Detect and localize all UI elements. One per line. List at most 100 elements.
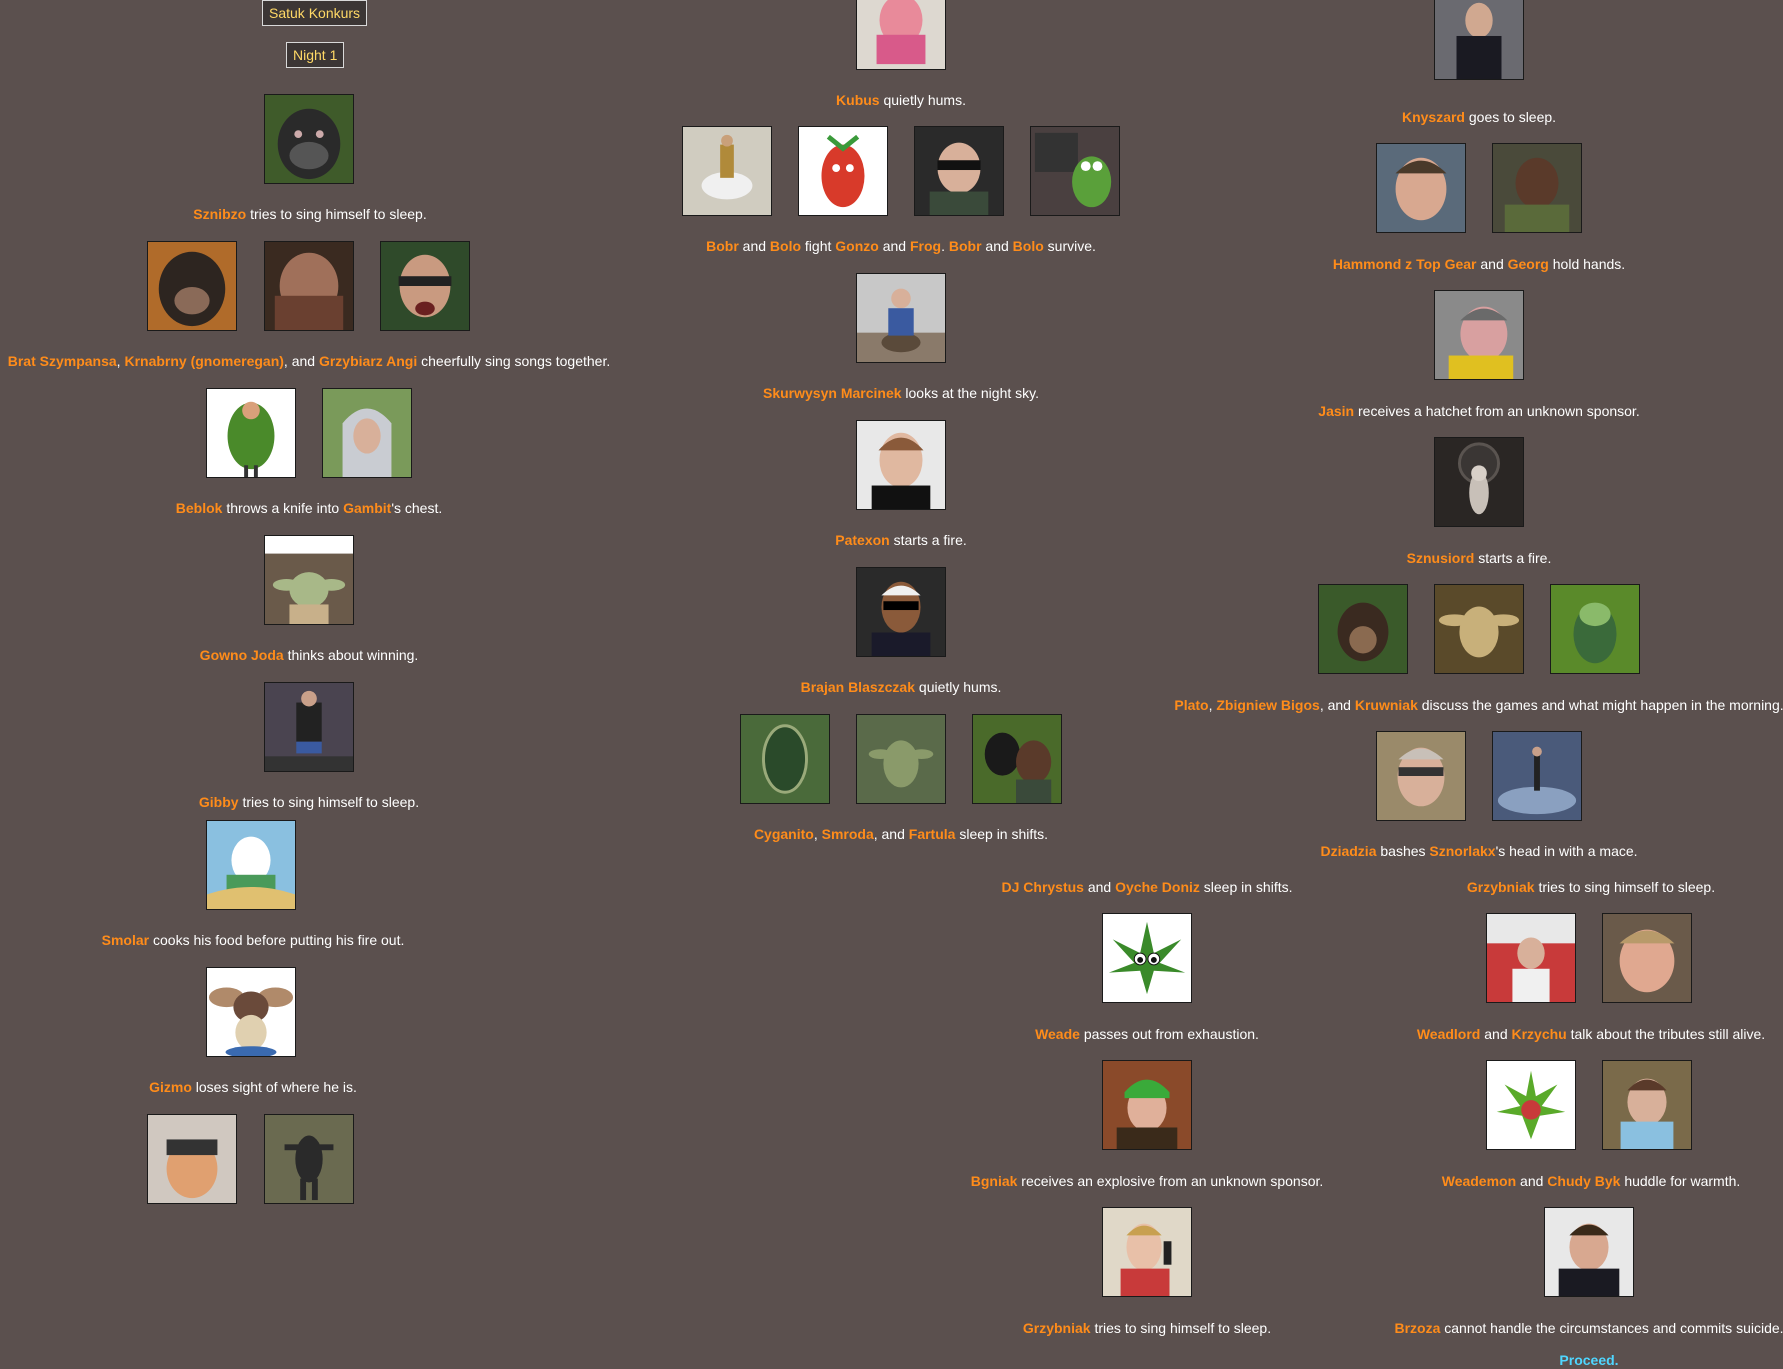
tribute-name: Sznibzo — [193, 206, 247, 222]
tribute-name: Grzybniak — [1466, 879, 1535, 895]
event-line: Plato, Zbigniew Bigos, and Kruwniak disc… — [1174, 697, 1783, 713]
tribute-avatar-chudy-byk — [1602, 1060, 1692, 1150]
tribute-name: Brat Szympansa — [7, 353, 117, 369]
tribute-name: Plato — [1174, 697, 1209, 713]
tribute-avatar-grzybiarz-angi — [380, 241, 470, 331]
event-line: Patexon starts a fire. — [835, 532, 967, 548]
tribute-avatar-brat-szympansa — [147, 241, 237, 331]
tribute-name: Weade — [1035, 1026, 1080, 1042]
event-line: Smolar cooks his food before putting his… — [101, 932, 405, 948]
tribute-avatar-gizmo — [206, 967, 296, 1057]
tribute-name: Bobr — [706, 238, 739, 254]
event-line: Skurwysyn Marcinek looks at the night sk… — [763, 385, 1039, 401]
tribute-avatar-weade — [1102, 913, 1192, 1003]
event-line: Jasin receives a hatchet from an unknown… — [1318, 403, 1640, 419]
event-line: Gowno Joda thinks about winning. — [199, 647, 419, 663]
tribute-name: Knyszard — [1401, 109, 1465, 125]
tribute-name: Hammond z Top Gear — [1332, 256, 1477, 272]
tribute-name: Patexon — [835, 532, 890, 548]
tribute-name: Kubus — [836, 92, 880, 108]
proceed-link[interactable]: Proceed. — [1559, 1352, 1619, 1368]
event-line: Grzybniak tries to sing himself to sleep… — [1466, 879, 1716, 895]
tribute-name: Gowno Joda — [199, 647, 284, 663]
event-line: Sznusiord starts a fire. — [1406, 550, 1552, 566]
tribute-name: Chudy Byk — [1547, 1173, 1621, 1189]
tribute-name: Krnabrny (gnomeregan) — [124, 353, 284, 369]
tribute-avatar-weadlord — [1486, 913, 1576, 1003]
tribute-name: Frog — [909, 238, 942, 254]
tribute-name: Grzybniak — [1022, 1320, 1091, 1336]
event-line: Kubus quietly hums. — [836, 92, 966, 108]
tribute-name: Bolo — [769, 238, 802, 254]
tribute-avatar-skurwysyn-marcinek — [856, 273, 946, 363]
tribute-name: Kruwniak — [1354, 697, 1418, 713]
event-line: Cyganito, Smroda, and Fartula sleep in s… — [753, 826, 1049, 842]
tribute-avatar-dziadzia — [1376, 731, 1466, 821]
tribute-name: Jasin — [1318, 403, 1355, 419]
event-line: Brzoza cannot handle the circumstances a… — [1394, 1320, 1783, 1336]
event-line: Weadlord and Krzychu talk about the trib… — [1416, 1026, 1766, 1042]
tribute-name: Brzoza — [1394, 1320, 1441, 1336]
tribute-avatar-fartula — [972, 714, 1062, 804]
tribute-avatar-jasin — [1434, 290, 1524, 380]
tribute-name: Bolo — [1012, 238, 1044, 254]
tribute-avatar-kubus — [856, 0, 946, 70]
tribute-avatar-krzychu — [1602, 913, 1692, 1003]
tribute-name: Beblok — [175, 500, 223, 516]
tribute-avatar-cyganito — [740, 714, 830, 804]
tribute-avatar-weademon — [1486, 1060, 1576, 1150]
tribute-name: Gonzo — [835, 238, 879, 254]
tribute-avatar-zbigniew-bigos — [1434, 584, 1524, 674]
event-line: Beblok throws a knife into Gambit's ches… — [175, 500, 443, 516]
tribute-avatar-sznorlakx — [1492, 731, 1582, 821]
tribute-name: DJ Chrystus — [1001, 879, 1084, 895]
tribute-name: Georg — [1507, 256, 1549, 272]
tribute-name: Gibby — [198, 794, 239, 810]
tribute-avatar-grzybniak-1 — [1102, 1207, 1192, 1297]
tribute-avatar-hammond — [1376, 143, 1466, 233]
event-line: Weademon and Chudy Byk huddle for warmth… — [1441, 1173, 1741, 1189]
tribute-name: Grzybiarz Angi — [318, 353, 418, 369]
event-line: Brat Szympansa, Krnabrny (gnomeregan), a… — [7, 353, 611, 369]
tribute-name: Dziadzia — [1320, 843, 1377, 859]
phase-title: Night 1 — [286, 42, 345, 68]
tribute-avatar-bolo — [798, 126, 888, 216]
tribute-name: Brajan Blaszczak — [800, 679, 916, 695]
tribute-avatar-bgniak — [1102, 1060, 1192, 1150]
tribute-avatar-bobr — [682, 126, 772, 216]
tribute-name: Gambit — [343, 500, 392, 516]
tribute-avatar-plato — [1318, 584, 1408, 674]
tribute-avatar-gizmo-companion-1 — [147, 1114, 237, 1204]
tribute-name: Sznorlakx — [1429, 843, 1496, 859]
tribute-avatar-kruwniak — [1550, 584, 1640, 674]
tribute-avatar-knyszard — [1434, 0, 1524, 80]
event-line: DJ Chrystus and Oyche Doniz sleep in shi… — [1001, 879, 1293, 895]
event-line: Hammond z Top Gear and Georg hold hands. — [1332, 256, 1626, 272]
tribute-avatar-gowno-joda — [264, 535, 354, 625]
tribute-avatar-gizmo-companion-2 — [264, 1114, 354, 1204]
game-title: Satuk Konkurs — [262, 0, 368, 26]
event-line: Grzybniak tries to sing himself to sleep… — [1022, 1320, 1272, 1336]
event-line: Dziadzia bashes Sznorlakx's head in with… — [1320, 843, 1638, 859]
tribute-name: Gizmo — [149, 1079, 192, 1095]
tribute-avatar-beblok — [206, 388, 296, 478]
tribute-name: Weademon — [1441, 1173, 1517, 1189]
tribute-avatar-sznusiord — [1434, 437, 1524, 527]
tribute-avatar-smolar — [206, 820, 296, 910]
tribute-avatar-sznibzo — [264, 94, 354, 184]
event-line: Bobr and Bolo fight Gonzo and Frog. Bobr… — [706, 238, 1096, 254]
tribute-name: Cyganito — [753, 826, 814, 842]
tribute-avatar-gibby — [264, 682, 354, 772]
tribute-name: Smolar — [101, 932, 150, 948]
tribute-name: Bgniak — [970, 1173, 1018, 1189]
tribute-avatar-gonzo — [914, 126, 1004, 216]
tribute-avatar-brajan-blaszczak — [856, 567, 946, 657]
event-line: Gizmo loses sight of where he is. — [149, 1079, 357, 1095]
event-line: Bgniak receives an explosive from an unk… — [970, 1173, 1324, 1189]
tribute-name: Smroda — [821, 826, 874, 842]
event-line: Gibby tries to sing himself to sleep. — [198, 794, 420, 810]
event-line: Brajan Blaszczak quietly hums. — [800, 679, 1002, 695]
event-line: Weade passes out from exhaustion. — [1035, 1026, 1259, 1042]
tribute-avatar-georg — [1492, 143, 1582, 233]
tribute-avatar-krnabrny — [264, 241, 354, 331]
